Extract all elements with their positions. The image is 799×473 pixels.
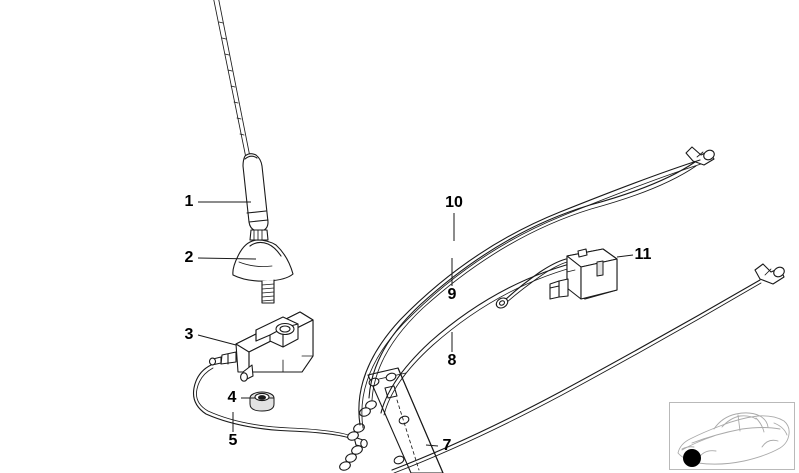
- vehicle-outline: [677, 412, 790, 467]
- aerial-cable-upper-part: [358, 159, 702, 429]
- callout-10: 10: [445, 194, 463, 211]
- callout-5: 5: [228, 432, 238, 449]
- antenna-amplifier-part: [208, 311, 314, 382]
- rubber-grommet-part: [249, 391, 275, 412]
- callout-11: 11: [634, 246, 652, 263]
- callout-leaders: [197, 201, 634, 447]
- ground-lead: [495, 258, 568, 309]
- callout-7: 7: [442, 437, 452, 454]
- coax-socket-row: [339, 377, 380, 471]
- aerial-cable-middle-part: [368, 146, 715, 401]
- vehicle-location-inset: [669, 402, 795, 470]
- antenna-base-part: [232, 229, 294, 304]
- connector-strip: [339, 367, 444, 473]
- callout-1: 1: [184, 193, 194, 210]
- callout-2: 2: [184, 249, 194, 266]
- aerial-cable-right: [391, 263, 785, 473]
- diversity-amplifier-part: [549, 248, 618, 300]
- callout-4: 4: [227, 389, 237, 406]
- antenna-mast-part: [213, 0, 269, 232]
- coax-socket-row-right: [385, 372, 410, 465]
- location-marker-dot: [683, 449, 701, 467]
- callout-8: 8: [447, 352, 457, 369]
- antenna-lead-cable-part: [192, 364, 368, 449]
- callout-3: 3: [184, 326, 194, 343]
- callout-9: 9: [447, 286, 457, 303]
